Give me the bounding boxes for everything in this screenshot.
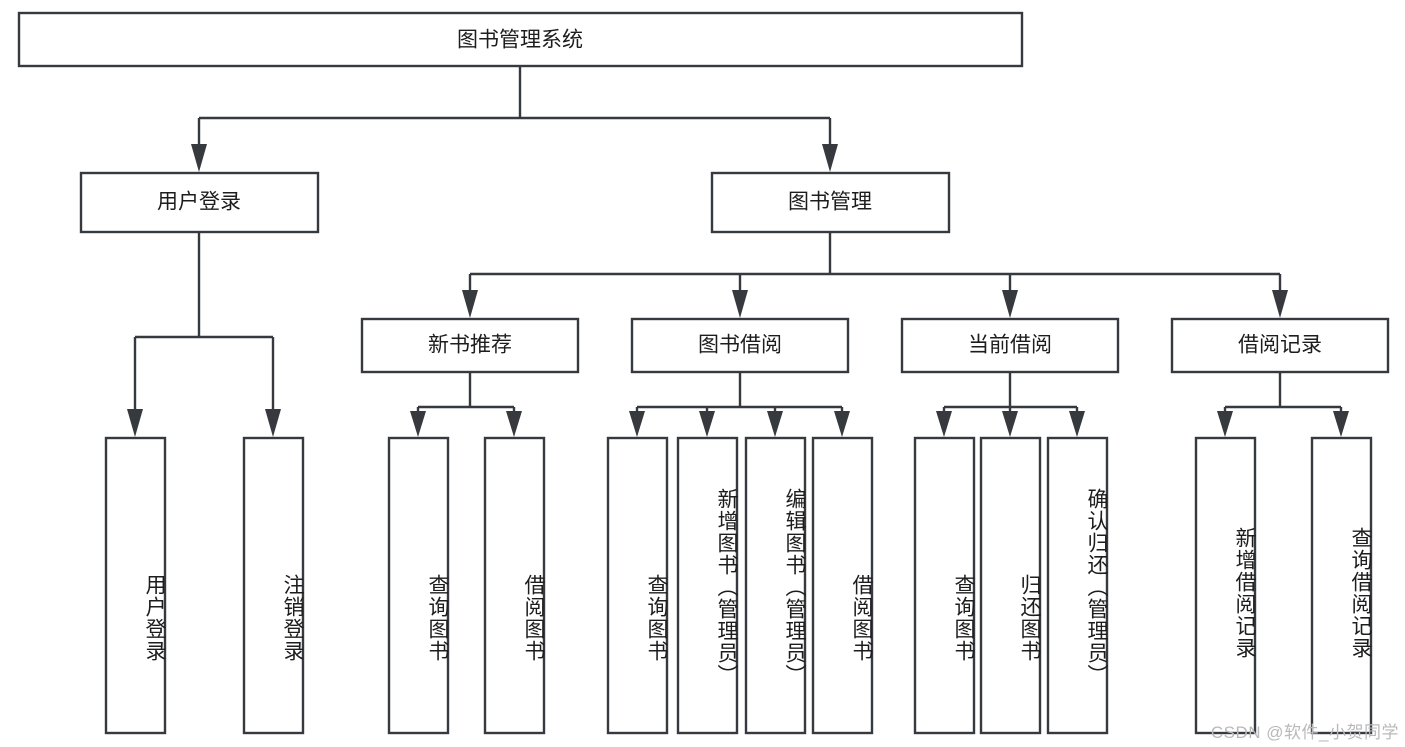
- arrow-head-leaf-query-book-c: [936, 411, 952, 437]
- arrow-head-leaf-return-book: [1002, 411, 1018, 437]
- node-user-login[interactable]: 用户登录: [79, 171, 320, 234]
- node-leaf-edit-book-box[interactable]: [744, 436, 807, 735]
- node-book-management-label: 图书管理: [788, 191, 872, 214]
- arrow-head-leaf-add-book: [699, 411, 715, 437]
- arrow-head-borrow-record: [1272, 290, 1288, 318]
- connector-group-book-mgmt-children: [462, 232, 1288, 318]
- node-new-book-recommend[interactable]: 新书推荐: [360, 317, 580, 374]
- node-leaf-confirm-return-box[interactable]: [1046, 436, 1109, 735]
- node-book-management-box[interactable]: [710, 171, 951, 234]
- connector-group-book-borrow-children: [629, 372, 850, 437]
- arrow-head-leaf-confirm-return: [1069, 411, 1085, 437]
- connector-group-current-borrow-children: [936, 372, 1085, 437]
- connector-group-user-login-children: [127, 232, 281, 437]
- node-root-system[interactable]: 图书管理系统: [17, 11, 1024, 68]
- node-leaf-query-book-b-box[interactable]: [606, 436, 669, 735]
- node-leaf-user-login-box[interactable]: [104, 436, 167, 735]
- node-leaf-query-book-a-box[interactable]: [387, 436, 450, 735]
- node-leaf-add-record-box[interactable]: [1194, 436, 1257, 735]
- node-current-borrow[interactable]: 当前借阅: [900, 317, 1120, 374]
- node-book-borrow[interactable]: 图书借阅: [630, 317, 850, 374]
- arrow-head-leaf-user-login: [127, 409, 143, 437]
- node-new-book-recommend-label: 新书推荐: [428, 334, 512, 357]
- arrow-head-leaf-borrow-book-a: [506, 411, 522, 437]
- arrow-head-user-login: [191, 144, 207, 172]
- node-leaf-return-book-box[interactable]: [979, 436, 1042, 735]
- arrow-head-book-mgmt: [822, 144, 838, 172]
- arrow-head-leaf-add-record: [1217, 411, 1233, 437]
- node-leaf-query-record-box[interactable]: [1310, 436, 1373, 735]
- node-borrow-record[interactable]: 借阅记录: [1170, 317, 1390, 374]
- arrow-head-current-borrow: [1002, 290, 1018, 318]
- arrow-head-leaf-query-book-a: [410, 411, 426, 437]
- node-root-system-box[interactable]: [17, 11, 1024, 68]
- arrow-head-new-book-rec: [462, 290, 478, 318]
- node-user-login-label: 用户登录: [157, 191, 241, 214]
- connector-group-root-to-level2: [191, 66, 838, 172]
- node-book-borrow-box[interactable]: [630, 317, 850, 374]
- arrow-head-leaf-logout: [265, 409, 281, 437]
- arrow-head-leaf-edit-book: [767, 411, 783, 437]
- arrow-head-leaf-query-record: [1333, 411, 1349, 437]
- node-borrow-record-box[interactable]: [1170, 317, 1390, 374]
- connector-group-borrow-record-children: [1217, 372, 1349, 437]
- node-user-login-box[interactable]: [79, 171, 320, 234]
- arrow-head-leaf-query-book-b: [629, 411, 645, 437]
- node-leaf-query-book-c-box[interactable]: [913, 436, 976, 735]
- node-borrow-record-label: 借阅记录: [1238, 334, 1322, 357]
- node-current-borrow-box[interactable]: [900, 317, 1120, 374]
- arrow-head-leaf-borrow-book-b: [834, 411, 850, 437]
- watermark-text: CSDN @软件_小贺同学: [1210, 723, 1399, 742]
- node-root-system-label: 图书管理系统: [457, 29, 583, 52]
- node-new-book-recommend-box[interactable]: [360, 317, 580, 374]
- connector-group-new-book-rec-children: [410, 372, 522, 437]
- node-leaf-logout-box[interactable]: [242, 436, 305, 735]
- node-current-borrow-label: 当前借阅: [968, 334, 1052, 357]
- node-leaf-borrow-book-b-box[interactable]: [811, 436, 874, 735]
- node-book-management[interactable]: 图书管理: [710, 171, 951, 234]
- node-leaf-add-book-box[interactable]: [676, 436, 739, 735]
- arrow-head-book-borrow: [732, 290, 748, 318]
- node-book-borrow-label: 图书借阅: [698, 334, 782, 357]
- node-leaf-borrow-book-a-box[interactable]: [483, 436, 546, 735]
